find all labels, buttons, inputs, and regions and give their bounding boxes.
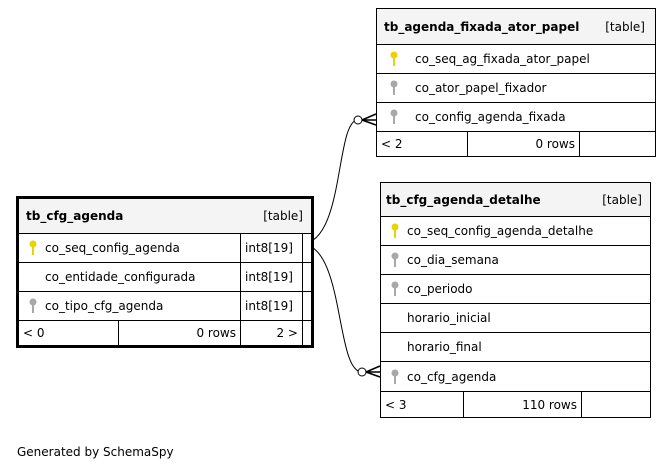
children-count [581, 392, 650, 417]
table-row: co_seq_config_agenda_detalhe [381, 216, 650, 245]
primary-key-icon [391, 223, 399, 239]
table-type-label: [table] [605, 19, 645, 34]
parents-count: < 0 [23, 326, 45, 340]
table-header: tb_agenda_fixada_ator_papel [table] [377, 9, 655, 44]
column-spacer [302, 234, 311, 262]
column-name: co_cfg_agenda [407, 369, 497, 384]
relationship-line-detalhe [300, 243, 363, 373]
table-row: co_config_agenda_fixada [377, 102, 655, 131]
table-row: co_tipo_cfg_agenda int8[19] [19, 291, 311, 320]
generated-by-label: Generated by SchemaSpy [17, 445, 174, 459]
table-name: tb_agenda_fixada_ator_papel [384, 19, 580, 34]
primary-key-icon [29, 240, 37, 256]
table-box-agenda-fixada-ator-papel[interactable]: tb_agenda_fixada_ator_papel [table] co_s… [376, 8, 656, 157]
relationship-line-ator-papel [300, 119, 359, 245]
primary-key-icon [390, 51, 398, 67]
table-row: co_seq_ag_fixada_ator_papel [377, 44, 655, 73]
column-type: int8[19] [240, 292, 302, 320]
table-type-label: [table] [263, 209, 303, 223]
children-count[interactable]: 2 > [240, 321, 302, 345]
table-header: tb_cfg_agenda_detalhe [table] [381, 183, 650, 216]
footer-spacer [302, 321, 311, 345]
table-row: co_seq_config_agenda int8[19] [19, 233, 311, 262]
row-count: 110 rows [463, 392, 581, 417]
parents-count[interactable]: < 2 [381, 137, 403, 151]
foreign-key-icon [391, 369, 399, 385]
relationship-optional-circle [357, 367, 367, 377]
table-row: co_ator_papel_fixador [377, 73, 655, 102]
column-name: co_config_agenda_fixada [415, 110, 566, 124]
column-name: horario_final [407, 340, 482, 354]
foreign-key-icon [29, 298, 37, 314]
table-row: co_cfg_agenda [381, 361, 650, 391]
table-row: co_periodo [381, 274, 650, 303]
column-spacer [302, 292, 311, 320]
relationship-optional-circle [353, 115, 363, 125]
table-row: co_dia_semana [381, 245, 650, 274]
column-name: co_tipo_cfg_agenda [45, 299, 164, 313]
table-footer: < 3 110 rows [381, 391, 650, 417]
column-type: int8[19] [240, 234, 302, 262]
column-name: co_seq_config_agenda_detalhe [407, 224, 594, 238]
table-box-cfg-agenda[interactable]: tb_cfg_agenda [table] co_seq_config_agen… [16, 196, 314, 348]
row-count: 0 rows [467, 132, 579, 156]
row-count: 0 rows [118, 321, 240, 345]
column-name: co_periodo [407, 282, 473, 296]
column-name: co_seq_ag_fixada_ator_papel [415, 52, 590, 66]
crowfoot-icon [365, 365, 381, 378]
column-name: co_ator_papel_fixador [415, 81, 547, 95]
column-name: co_seq_config_agenda [45, 241, 180, 255]
column-name: horario_inicial [407, 311, 491, 325]
foreign-key-icon [391, 252, 399, 268]
table-name: tb_cfg_agenda_detalhe [386, 192, 541, 207]
foreign-key-icon [390, 109, 398, 125]
table-type-label: [table] [602, 192, 642, 207]
column-type: int8[19] [240, 263, 302, 291]
table-footer: < 0 0 rows 2 > [19, 320, 311, 345]
crowfoot-icon [361, 113, 377, 126]
foreign-key-icon [391, 281, 399, 297]
table-box-cfg-agenda-detalhe[interactable]: tb_cfg_agenda_detalhe [table] co_seq_con… [380, 182, 651, 418]
table-name: tb_cfg_agenda [26, 209, 124, 223]
table-row: co_entidade_configurada int8[19] [19, 262, 311, 291]
foreign-key-icon [390, 80, 398, 96]
table-row: horario_inicial [381, 303, 650, 332]
table-footer: < 2 0 rows [377, 131, 655, 156]
table-row: horario_final [381, 332, 650, 361]
children-count [579, 132, 655, 156]
table-header: tb_cfg_agenda [table] [19, 199, 311, 233]
column-name: co_entidade_configurada [45, 270, 196, 284]
parents-count[interactable]: < 3 [385, 397, 407, 412]
column-name: co_dia_semana [407, 253, 499, 267]
column-spacer [302, 263, 311, 291]
